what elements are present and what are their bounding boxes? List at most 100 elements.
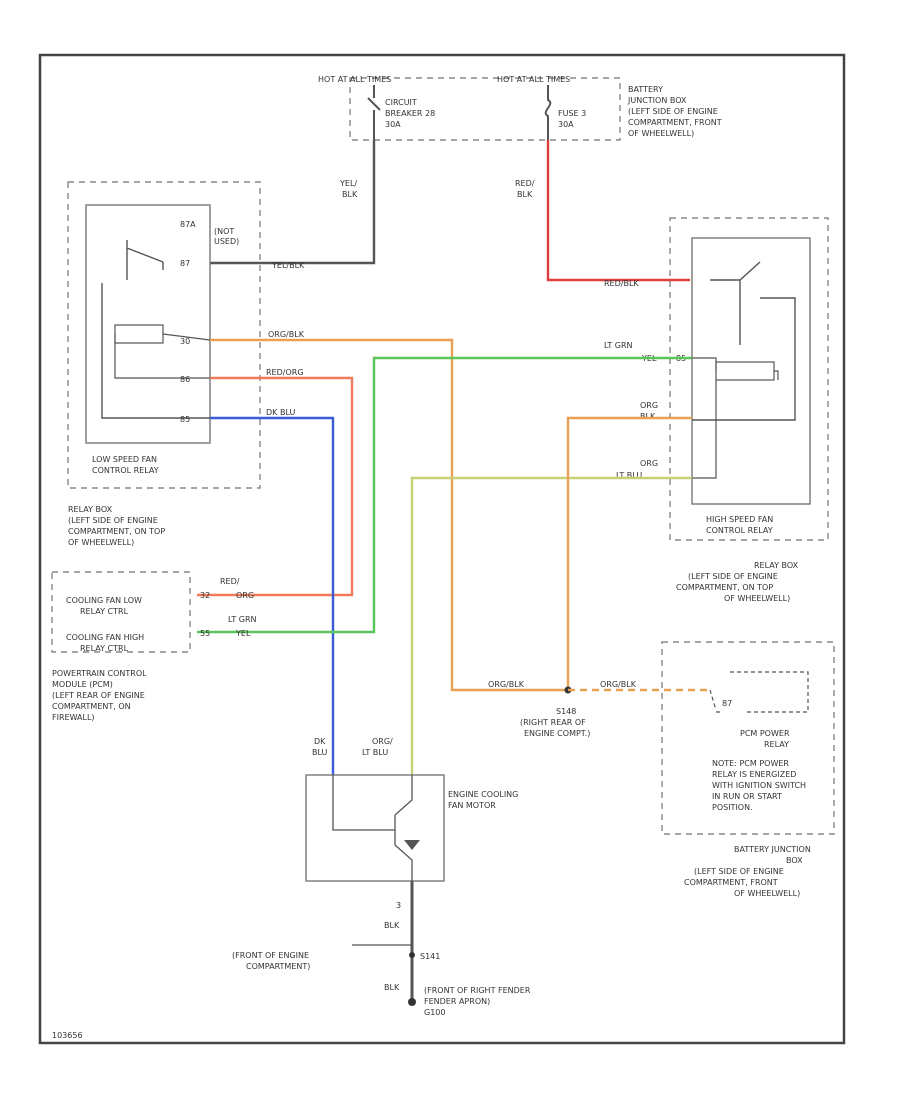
front-engine-2: COMPARTMENT) bbox=[246, 962, 310, 971]
s-wire-right: ORG/BLK bbox=[600, 680, 637, 689]
note-line-5: POSITION. bbox=[712, 803, 753, 812]
low-relay-dashed-box bbox=[67, 181, 261, 489]
bjb-top-2: JUNCTION BOX bbox=[627, 96, 687, 105]
note-line-4: IN RUN OR START bbox=[712, 792, 782, 801]
fuse-label-2: 30A bbox=[558, 120, 574, 129]
low-relay-label-1: LOW SPEED FAN bbox=[92, 455, 157, 464]
fan-label-1: ENGINE COOLING bbox=[448, 790, 518, 799]
front-engine-1: (FRONT OF ENGINE bbox=[232, 951, 309, 960]
pcm-note-4: COMPARTMENT, ON bbox=[52, 702, 131, 711]
low-wire-dk: DK BLU bbox=[266, 408, 295, 417]
fan-motor-box bbox=[305, 774, 445, 882]
bjb-top-1: BATTERY bbox=[628, 85, 663, 94]
blk-label-2: BLK bbox=[384, 983, 400, 992]
fan-pin-3: 3 bbox=[396, 901, 401, 910]
fuse-symbol bbox=[544, 85, 552, 140]
high-org-2: BLK bbox=[640, 412, 656, 421]
bjb-bot-2: BOX bbox=[786, 856, 803, 865]
pcm-note-1: POWERTRAIN CONTROL bbox=[52, 669, 147, 678]
low-pin-85: 85 bbox=[180, 415, 190, 424]
fuse-label-1: FUSE 3 bbox=[558, 109, 586, 118]
pcm-relay-dashed-box bbox=[661, 641, 835, 835]
relay-box-left-3: COMPARTMENT, ON TOP bbox=[68, 527, 165, 536]
bjb-top-5: OF WHEELWELL) bbox=[628, 129, 694, 138]
org-blk-high-wire bbox=[566, 416, 692, 690]
pcm-note-3: (LEFT REAR OF ENGINE bbox=[52, 691, 145, 700]
high-relay-coil-leads bbox=[692, 357, 779, 479]
pcm-note-2: MODULE (PCM) bbox=[52, 680, 113, 689]
ground-label-3: G100 bbox=[424, 1008, 445, 1017]
yel-blk-feed-wire bbox=[210, 140, 376, 265]
bjb-bot-4: COMPARTMENT, FRONT bbox=[684, 878, 778, 887]
low-relay-body bbox=[85, 204, 211, 444]
bjb-bot-5: OF WHEELWELL) bbox=[734, 889, 800, 898]
pcm-ltgrn-3: 55 bbox=[200, 629, 210, 638]
fan-motor-internal bbox=[332, 775, 413, 881]
bjb-top-4: COMPARTMENT, FRONT bbox=[628, 118, 722, 127]
red-org-wire bbox=[197, 376, 354, 597]
fan-dk-1: DK bbox=[314, 737, 326, 746]
low-relay-label-2: CONTROL RELAY bbox=[92, 466, 159, 475]
pcm-red-1: RED/ bbox=[220, 577, 240, 586]
ground-label-1: (FRONT OF RIGHT FENDER bbox=[424, 986, 531, 995]
high-ltgrn-1: LT GRN bbox=[604, 341, 633, 350]
high-relay-dashed-box bbox=[669, 217, 829, 541]
cb-label-3: 30A bbox=[385, 120, 401, 129]
fuse-block-outline bbox=[349, 77, 621, 141]
cb-label-1: CIRCUIT bbox=[385, 98, 417, 107]
fan-dk-2: BLU bbox=[312, 748, 328, 757]
pcm-ltgrn: LT GRN bbox=[228, 615, 257, 624]
pcm-low-2: RELAY CTRL bbox=[80, 607, 129, 616]
hot-label-1: HOT AT ALL TIMES bbox=[318, 75, 391, 84]
pcm-low-1: COOLING FAN LOW bbox=[66, 596, 142, 605]
relay-box-right-1: RELAY BOX bbox=[754, 561, 799, 570]
circuit-breaker-symbol bbox=[367, 85, 381, 140]
pcm-relay-label-2: RELAY bbox=[764, 740, 789, 749]
high-relay-label-1: HIGH SPEED FAN bbox=[706, 515, 773, 524]
high-relay-coil bbox=[715, 361, 775, 381]
fan-label-2: FAN MOTOR bbox=[448, 801, 496, 810]
fan-motor-diode bbox=[404, 840, 420, 850]
fan-org-2: LT BLU bbox=[362, 748, 388, 757]
s141-label: S141 bbox=[420, 952, 440, 961]
low-pin-87: 87 bbox=[180, 259, 190, 268]
pcm-ltgrn-2: YEL bbox=[235, 629, 251, 638]
pcm-dashed-box bbox=[51, 571, 191, 653]
s148-label-3: ENGINE COMPT.) bbox=[524, 729, 590, 738]
pcm-high-2: RELAY CTRL bbox=[80, 644, 129, 653]
high-org3-1: ORG bbox=[640, 459, 658, 468]
yel-label-2: BLK bbox=[342, 190, 358, 199]
s-wire-left: ORG/BLK bbox=[488, 680, 525, 689]
red-label-2: BLK bbox=[517, 190, 533, 199]
bjb-bot-1: BATTERY JUNCTION bbox=[734, 845, 811, 854]
relay-box-right-2: (LEFT SIDE OF ENGINE bbox=[688, 572, 778, 581]
high-org3-2: LT BLU bbox=[616, 471, 642, 480]
relay-box-left-1: RELAY BOX bbox=[68, 505, 113, 514]
ground-label-2: FENDER APRON) bbox=[424, 997, 490, 1006]
low-relay-coil-leads bbox=[114, 333, 211, 379]
low-wire-org: ORG/BLK bbox=[268, 330, 305, 339]
low-not-used-1: (NOT bbox=[214, 227, 234, 236]
bjb-top-3: (LEFT SIDE OF ENGINE bbox=[628, 107, 718, 116]
org-lt-blu-wire bbox=[410, 476, 692, 775]
pcm-relay-switch bbox=[709, 671, 809, 713]
blk-label-1: BLK bbox=[384, 921, 400, 930]
relay-box-left-4: OF WHEELWELL) bbox=[68, 538, 134, 547]
high-relay-switch bbox=[692, 261, 796, 421]
lt-grn-yel-wire bbox=[197, 356, 692, 634]
diagram-frame bbox=[38, 53, 846, 1045]
relay-box-right-3: COMPARTMENT, ON TOP bbox=[676, 583, 773, 592]
low-wire-red: RED/ORG bbox=[266, 368, 304, 377]
splice-s141-dot bbox=[409, 952, 415, 958]
low-relay-switch bbox=[101, 240, 210, 419]
pcm-relay-pin: 87 bbox=[722, 699, 732, 708]
low-wire-yel: YEL/BLK bbox=[271, 261, 305, 270]
yel-label-1: YEL/ bbox=[339, 179, 357, 188]
relay-box-left-2: (LEFT SIDE OF ENGINE bbox=[68, 516, 158, 525]
pcm-note-5: FIREWALL) bbox=[52, 713, 95, 722]
high-wire-red: RED/BLK bbox=[604, 279, 639, 288]
bjb-bot-3: (LEFT SIDE OF ENGINE bbox=[694, 867, 784, 876]
high-relay-body bbox=[691, 237, 811, 505]
note-line-1: NOTE: PCM POWER bbox=[712, 759, 789, 768]
